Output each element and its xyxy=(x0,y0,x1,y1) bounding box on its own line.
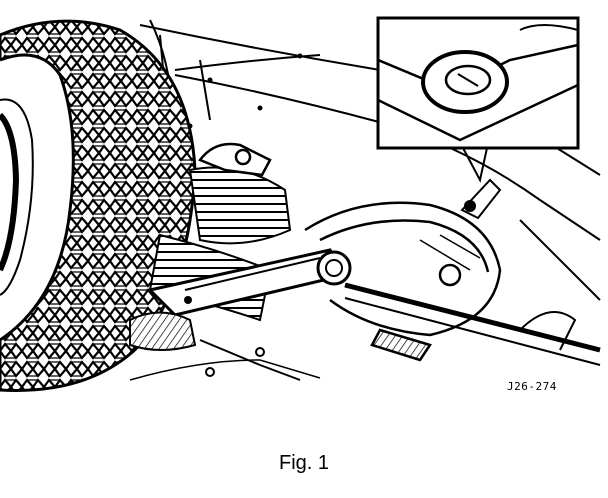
lower-control-arm xyxy=(129,248,348,351)
suspension-line-drawing xyxy=(0,16,601,392)
figure-caption: Fig. 1 xyxy=(278,452,330,474)
rear-housing xyxy=(304,201,601,366)
figure-reference-code: J26-274 xyxy=(507,380,557,393)
ball-joint xyxy=(316,250,352,286)
callout-leader xyxy=(462,147,488,183)
adjustment-bolt xyxy=(460,178,502,220)
wheel-tyre xyxy=(0,19,197,392)
upper-mount xyxy=(198,142,272,177)
lower-linkage xyxy=(199,339,301,381)
detail-inset xyxy=(376,16,580,150)
